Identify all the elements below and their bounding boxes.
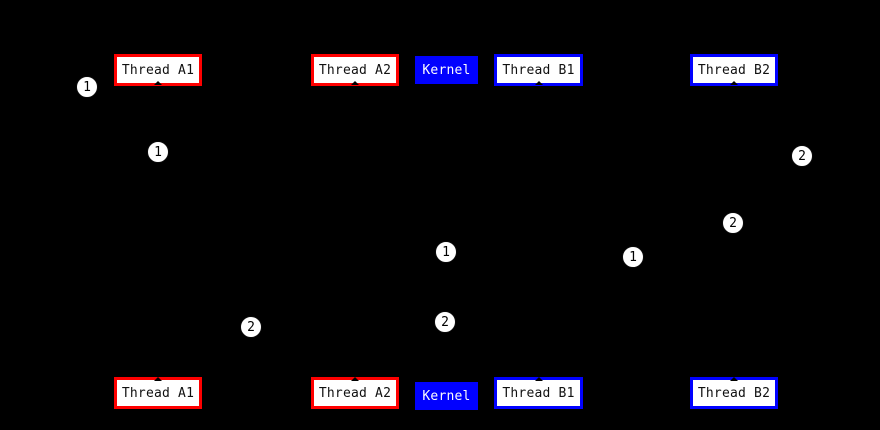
lane-label: Kernel	[422, 388, 471, 404]
step-marker: 2	[434, 311, 456, 333]
lane-label: Thread B2	[697, 385, 771, 401]
lane-label: Thread A1	[121, 385, 195, 401]
lifeline-notch	[154, 81, 162, 85]
lifeline-box-kernel-bottom: Kernel	[415, 382, 478, 410]
lifeline-notch	[730, 81, 738, 85]
lifeline-notch	[351, 81, 359, 85]
step-marker: 1	[622, 246, 644, 268]
lifeline-notch	[534, 81, 543, 85]
lane-label: Thread A2	[318, 62, 392, 78]
lane-label: Thread B1	[502, 385, 575, 401]
step-marker: 2	[240, 316, 262, 338]
lane-label: Thread A2	[318, 385, 392, 401]
lifeline-box-thread-a1-bottom: Thread A1	[114, 377, 202, 409]
lifeline-notch	[730, 377, 738, 381]
lane-label: Thread A1	[121, 62, 195, 78]
lane-label: Thread B2	[697, 62, 771, 78]
lane-label: Kernel	[422, 62, 471, 78]
lane-label: Thread B1	[502, 62, 575, 78]
step-marker: 1	[76, 76, 98, 98]
step-marker: 2	[791, 145, 813, 167]
lifeline-box-thread-b1-bottom: Thread B1	[494, 377, 583, 409]
lifeline-box-thread-b2-bottom: Thread B2	[690, 377, 778, 409]
lifeline-notch	[534, 377, 543, 381]
step-marker: 1	[435, 241, 457, 263]
lifeline-box-thread-b1-top: Thread B1	[494, 54, 583, 86]
step-marker: 2	[722, 212, 744, 234]
lifeline-box-thread-b2-top: Thread B2	[690, 54, 778, 86]
step-marker: 1	[147, 141, 169, 163]
lifeline-notch	[154, 377, 162, 381]
lifeline-box-thread-a2-top: Thread A2	[311, 54, 399, 86]
lifeline-box-thread-a2-bottom: Thread A2	[311, 377, 399, 409]
lifeline-box-kernel-top: Kernel	[415, 56, 478, 84]
lifeline-box-thread-a1-top: Thread A1	[114, 54, 202, 86]
lifeline-notch	[351, 377, 359, 381]
